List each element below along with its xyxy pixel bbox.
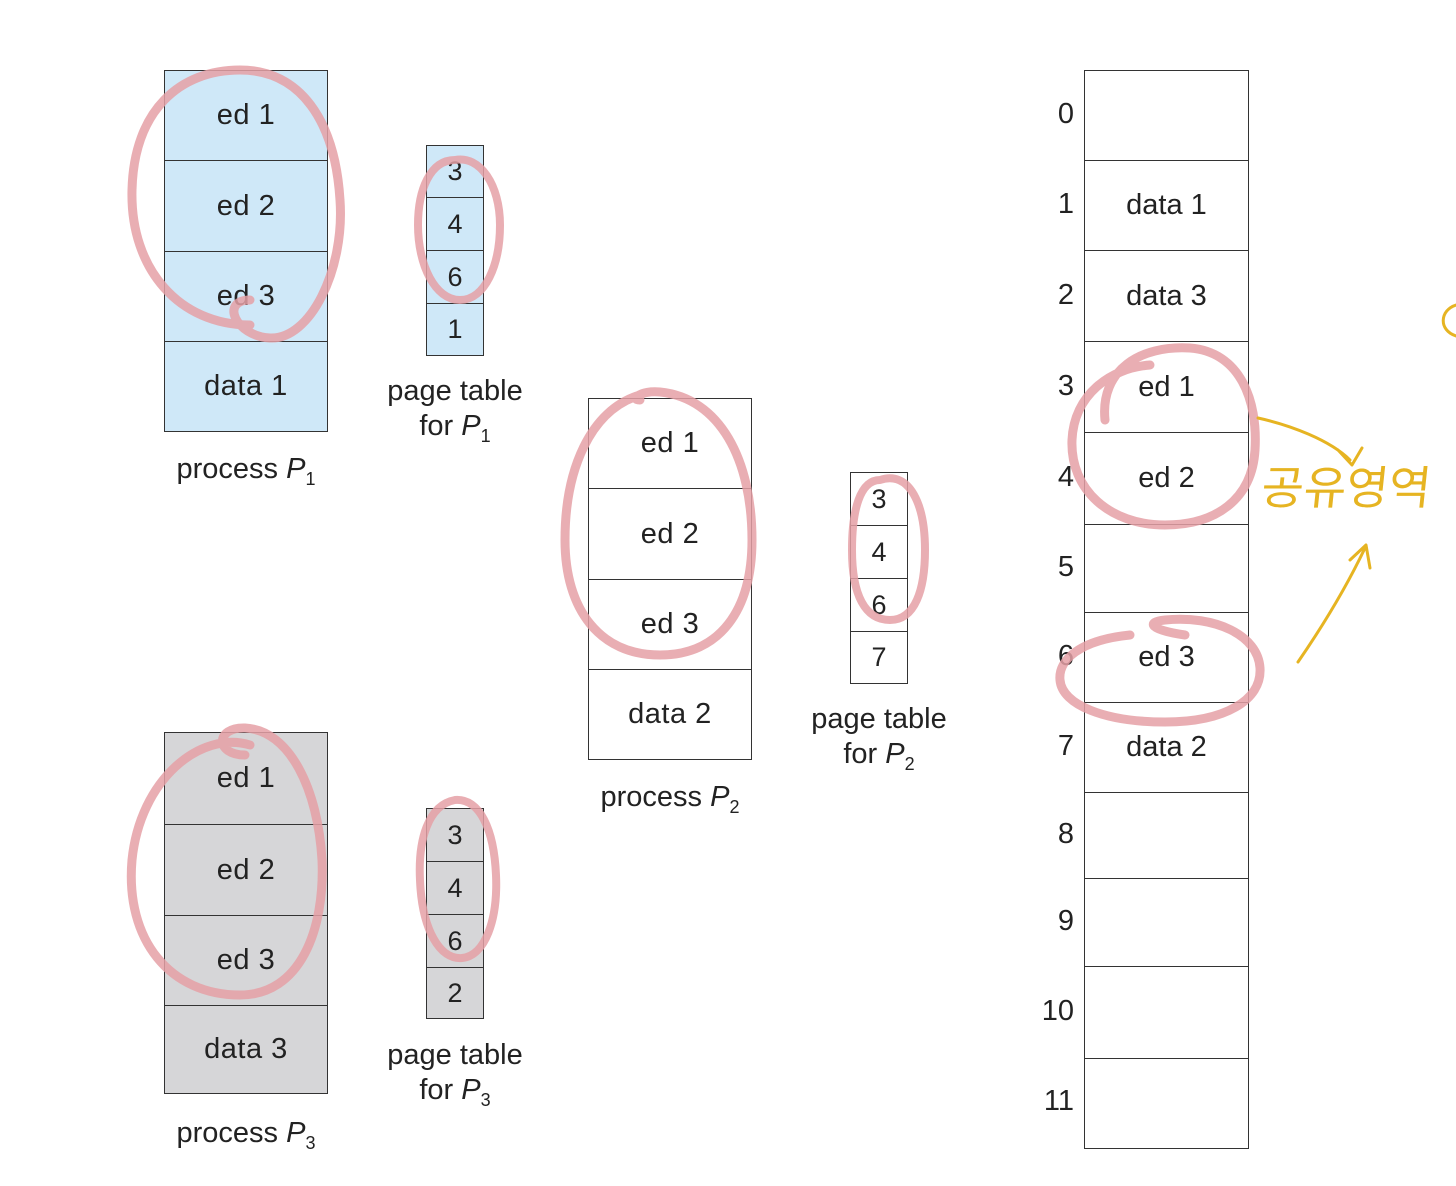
- process-p3-caption: process P3: [176, 1117, 316, 1153]
- page-table-p2: 3 4 6 7: [850, 472, 908, 684]
- process-p3-page-2: ed 3: [165, 916, 327, 1006]
- page-table-p1-entry-3: 1: [447, 314, 463, 344]
- process-p3-block: ed 1 ed 2 ed 3 data 3: [164, 732, 328, 1094]
- page-table-p3-entry-3: 2: [447, 977, 463, 1008]
- page-table-p1-entry-1: 4: [427, 198, 483, 251]
- page-table-p3-entry-1: 4: [427, 862, 483, 915]
- memory-frame-1: data 1: [1085, 161, 1248, 251]
- process-p1-page-2: ed 3: [165, 252, 327, 342]
- memory-frame-11: [1085, 1059, 1248, 1147]
- memory-frame-4: ed 2: [1085, 433, 1248, 525]
- frame-number-9: 9: [1057, 905, 1074, 937]
- page-table-p1-entry-2: 6: [427, 251, 483, 304]
- process-p3-page-1: ed 2: [165, 825, 327, 916]
- frame-number-6: 6: [1057, 640, 1074, 672]
- process-p1-page-1: ed 2: [165, 161, 327, 252]
- page-table-p2-entry-0: 3: [851, 473, 907, 526]
- memory-frame-5: [1085, 525, 1248, 613]
- process-p1-page-3: data 1: [204, 370, 288, 402]
- process-p2-block: ed 1 ed 2 ed 3 data 2: [588, 398, 752, 760]
- process-p2-page-2: ed 3: [589, 580, 751, 670]
- process-p1-block: ed 1 ed 2 ed 3 data 1: [164, 70, 328, 432]
- memory-frame-10: [1085, 967, 1248, 1059]
- page-table-p3-entry-2: 6: [427, 915, 483, 968]
- annotation-edge-mark: [1441, 303, 1456, 338]
- page-table-p1-entry-0: 3: [427, 146, 483, 198]
- memory-frame-3: ed 1: [1085, 342, 1248, 433]
- page-table-p3-entry-0: 3: [427, 809, 483, 862]
- arrow-to-label-bottom: [1296, 543, 1372, 664]
- page-table-p2-caption: page table for P2: [811, 703, 947, 774]
- page-table-p2-entry-2: 6: [851, 579, 907, 632]
- frame-number-11: 11: [1043, 1085, 1074, 1117]
- process-p1-caption: process P1: [176, 453, 316, 489]
- process-p3-page-0: ed 1: [165, 733, 327, 825]
- process-p1-page-0: ed 1: [165, 71, 327, 161]
- page-table-p2-entry-1: 4: [851, 526, 907, 579]
- page-table-p2-entry-3: 7: [871, 642, 887, 672]
- frame-number-1: 1: [1057, 188, 1074, 220]
- process-p2-caption: process P2: [600, 781, 740, 817]
- memory-frame-8: [1085, 793, 1248, 879]
- page-table-p1: 3 4 6 1: [426, 145, 484, 356]
- frame-number-7: 7: [1057, 730, 1074, 762]
- page-table-p3-caption: page table for P3: [387, 1039, 523, 1110]
- frame-number-4: 4: [1057, 461, 1074, 493]
- process-p2-page-3: data 2: [628, 698, 712, 730]
- process-p3-page-3: data 3: [204, 1033, 288, 1065]
- memory-frame-2: data 3: [1085, 251, 1248, 342]
- frame-number-3: 3: [1057, 369, 1074, 402]
- page-table-p3: 3 4 6 2: [426, 808, 484, 1019]
- shared-region-annotation: 공유영역: [1258, 461, 1434, 515]
- memory-frame-6: ed 3: [1085, 613, 1248, 703]
- memory-frame-9: [1085, 879, 1248, 967]
- frame-number-8: 8: [1057, 818, 1074, 850]
- frame-number-2: 2: [1057, 278, 1074, 311]
- memory-frame-7: data 2: [1085, 703, 1248, 793]
- page-table-p1-caption: page table for P1: [387, 375, 523, 446]
- process-p2-page-0: ed 1: [589, 399, 751, 489]
- frame-number-0: 0: [1057, 98, 1074, 130]
- frame-number-5: 5: [1057, 551, 1074, 583]
- memory-frame-0: [1085, 71, 1248, 161]
- frame-number-10: 10: [1041, 995, 1074, 1027]
- process-p2-page-1: ed 2: [589, 489, 751, 580]
